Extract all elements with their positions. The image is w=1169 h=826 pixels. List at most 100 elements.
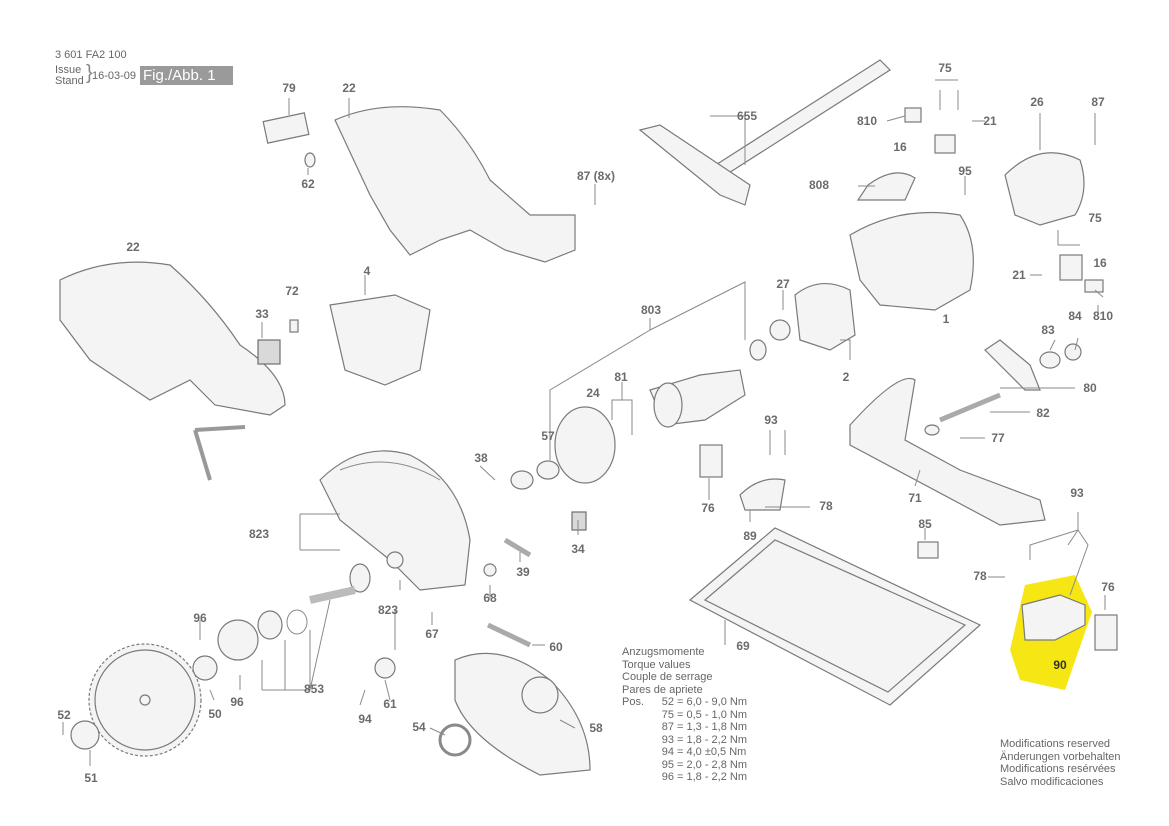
part-number-label: 803	[641, 303, 661, 317]
fan-baffle	[554, 406, 616, 484]
notice-de: Änderungen vorbehalten	[1000, 750, 1121, 763]
torque-value: = 6,0 - 9,0 Nm	[677, 696, 748, 708]
handle-housing-left	[59, 261, 286, 416]
part-number-label: 94	[358, 712, 372, 726]
torque-row: 93= 1,8 - 2,2 Nm	[622, 734, 747, 747]
part-number-label: 54	[412, 720, 426, 734]
torque-value: = 1,8 - 2,2 Nm	[677, 733, 748, 746]
part-number-label: 58	[589, 721, 603, 735]
notice-es: Salvo modificaciones	[1000, 775, 1104, 788]
part-number-label: 89	[743, 529, 757, 543]
part-number-label: 87	[1091, 95, 1105, 109]
part-number-label: 84	[1068, 309, 1082, 323]
part-number-label: 76	[701, 501, 715, 515]
part-number-label: 68	[483, 591, 497, 605]
part-number-label: 16	[893, 140, 907, 154]
part-number-label: 823	[249, 527, 269, 541]
issue-label: Issue	[55, 64, 82, 76]
torque-pos: 75	[661, 708, 674, 721]
lower-blade-guard	[454, 652, 591, 776]
leader-lines	[62, 79, 1106, 766]
part-number-label: 39	[516, 565, 530, 579]
bevel-guide	[849, 378, 1046, 526]
part-number-label: 60	[549, 640, 563, 654]
torque-row: 87= 1,3 - 1,8 Nm	[622, 721, 747, 734]
part-76-right	[1094, 614, 1118, 651]
torque-value: = 1,3 - 1,8 Nm	[677, 721, 748, 733]
figure-label: Fig./Abb. 1	[140, 66, 233, 85]
torque-title-fr: Couple de serrage	[622, 671, 713, 683]
part-number-label: 33	[255, 307, 269, 321]
part-number-label: 22	[342, 81, 356, 95]
motor-housing	[849, 211, 974, 311]
part-number-label: 95	[958, 164, 972, 178]
saw-blade	[88, 643, 202, 757]
handle-housing-right	[334, 106, 576, 263]
torque-row: 95= 2,0 - 2,8 Nm	[622, 759, 747, 772]
issue-date: 16-03-09	[92, 70, 137, 82]
part-number-label: 57	[541, 429, 555, 443]
part-number-label: 4	[364, 264, 371, 278]
part-number-label: 67	[425, 627, 439, 641]
part-number-label: 24	[586, 386, 600, 400]
stator	[794, 283, 856, 351]
torque-value: = 1,8 - 2,2 Nm	[677, 771, 748, 783]
torque-value: = 4,0 ±0,5 Nm	[677, 746, 747, 758]
part-number-label: 21	[1012, 268, 1026, 282]
part-number-label: 90	[1053, 658, 1067, 672]
torque-pos: 94	[661, 746, 674, 758]
torque-row: 75= 0,5 - 1,0 Nm	[622, 709, 747, 722]
highlight-part-90[interactable]	[1010, 575, 1092, 690]
part-number-label: 38	[474, 451, 488, 465]
torque-table: Anzugsmomente Torque values Couple de se…	[622, 646, 747, 784]
part-number-label: 21	[983, 114, 997, 128]
part-number-label: 77	[991, 431, 1005, 445]
torque-row: 96= 1,8 - 2,2 Nm	[622, 771, 747, 784]
notice-en: Modifications reserved	[1000, 738, 1111, 750]
part-number-label: 83	[1041, 323, 1055, 337]
torque-value: = 2,0 - 2,8 Nm	[677, 758, 748, 771]
armature	[649, 369, 746, 428]
small-parts	[70, 107, 1104, 757]
part-number-label: 61	[383, 697, 397, 711]
part-number-label: 27	[776, 277, 790, 291]
part-number-label: 655	[737, 109, 757, 123]
brace: }	[86, 62, 93, 84]
part-number-label: 96	[193, 611, 207, 625]
motor-cap	[1004, 152, 1085, 226]
torque-title-en: Torque values	[622, 658, 691, 671]
part-number-label: 81	[614, 370, 628, 384]
part-number-label: 2	[843, 370, 850, 384]
part-number-label: 810	[1093, 309, 1113, 323]
part-number-label: 69	[736, 639, 750, 653]
part-number-label: 87 (8x)	[577, 169, 615, 183]
part-number-label: 79	[282, 81, 296, 95]
part-number-label: 71	[908, 491, 922, 505]
parallel-guide	[638, 59, 891, 206]
part-number-label: 76	[1101, 580, 1115, 594]
part-number-label: 26	[1030, 95, 1044, 109]
part-number-label: 75	[938, 61, 952, 75]
torque-title-es: Pares de apriete	[622, 683, 703, 696]
part-number-label: 808	[809, 178, 829, 192]
part-number-label: 1	[943, 312, 950, 326]
torque-pos: 96	[661, 771, 674, 783]
part-number-label: 82	[1036, 406, 1050, 420]
part-number-label: 96	[230, 695, 244, 709]
torque-row: Pos.52= 6,0 - 9,0 Nm	[622, 696, 747, 709]
torque-pos: 93	[661, 733, 674, 746]
part-number-label: 823	[378, 603, 398, 617]
part-number-label: 93	[764, 413, 778, 427]
part-number-label: 52	[57, 708, 71, 722]
doc-number: 3 601 FA2 100	[55, 49, 127, 61]
switch-module	[329, 294, 431, 386]
part-number-label: 85	[918, 517, 932, 531]
stand-label: Stand	[55, 75, 84, 87]
torque-title-de: Anzugsmomente	[622, 646, 705, 658]
part-number-label: 80	[1083, 381, 1097, 395]
part-number-label: 93	[1070, 486, 1084, 500]
torque-row: 94= 4,0 ±0,5 Nm	[622, 746, 747, 759]
part-number-label: 62	[301, 177, 315, 191]
